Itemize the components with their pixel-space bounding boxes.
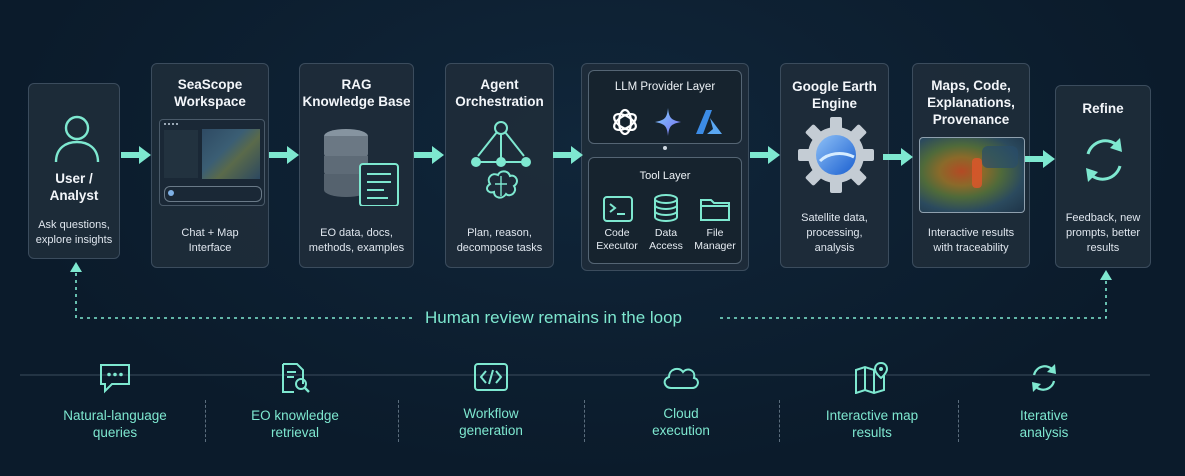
layer-connector-dot [663, 146, 667, 150]
feature-interactive-map: Interactive map results [782, 361, 962, 441]
workspace-preview [159, 119, 265, 206]
folder-icon [700, 199, 730, 221]
network-brain-icon [471, 121, 531, 199]
llm-title: LLM Provider Layer [614, 81, 716, 93]
feature-separator [205, 400, 206, 442]
card-agent: Agent Orchestration Plan, reason, decomp… [445, 63, 554, 268]
maps-title: Maps, Code, Explanations, Provenance [927, 78, 1015, 127]
card-llm-tools: LLM Provider Layer Tool Layer [581, 63, 749, 271]
arrow-1 [121, 146, 151, 164]
rag-title: RAG Knowledge Base [302, 77, 411, 109]
feature-separator [398, 400, 399, 442]
agent-title: Agent Orchestration [455, 77, 544, 109]
card-refine: Refine Feedback, new prompts, better res… [1055, 85, 1151, 268]
loop-arrowhead-right [1100, 270, 1112, 280]
tool-layer: Tool Layer Code Executor Data Access Fil… [588, 157, 742, 264]
feature-eo-knowledge: EO knowledge retrieval [205, 362, 385, 441]
feature-workflow: Workflow generation [401, 362, 581, 439]
feature-label: Natural-language queries [63, 408, 167, 440]
feature-iterative: Iterative analysis [954, 362, 1134, 441]
card-gee: Google Earth Engine Satellite data, proc… [780, 63, 889, 268]
document-search-icon [282, 363, 310, 393]
agent-desc: Plan, reason, decompose tasks [456, 227, 543, 254]
feature-label: Interactive map results [825, 408, 919, 440]
feature-natural-language: Natural-language queries [25, 362, 205, 441]
loop-label: Human review remains in the loop [425, 308, 683, 327]
card-maps: Maps, Code, Explanations, Provenance Int… [912, 63, 1030, 268]
gee-title: Google Earth Engine [792, 79, 877, 111]
user-icon [54, 115, 100, 163]
card-user: User / Analyst Ask questions, explore in… [28, 83, 120, 259]
gemini-icon [655, 108, 681, 136]
arrow-6 [883, 148, 913, 166]
llm-provider-layer: LLM Provider Layer [588, 70, 742, 144]
card-seascope: SeaScope Workspace Chat + Map Interface [151, 63, 269, 268]
code-icon [474, 363, 508, 391]
azure-icon [696, 110, 722, 134]
feature-label: Iterative analysis [1019, 408, 1069, 440]
card-rag: RAG Knowledge Base EO data, docs, method… [299, 63, 414, 268]
rag-desc: EO data, docs, methods, examples [308, 227, 405, 254]
refine-desc: Feedback, new prompts, better results [1065, 212, 1141, 254]
tool-data-access-label: Data Access [649, 227, 683, 252]
gee-desc: Satellite data, processing, analysis [801, 212, 868, 254]
seascope-title: SeaScope Workspace [174, 77, 246, 109]
database-icon [324, 129, 399, 206]
feature-label: Workflow generation [459, 406, 523, 438]
arrow-5 [750, 146, 780, 164]
terminal-icon [603, 196, 633, 222]
feature-separator [779, 400, 780, 442]
arrow-7 [1025, 150, 1055, 168]
openai-icon [613, 108, 637, 136]
tool-layer-title: Tool Layer [639, 170, 691, 182]
arrow-2 [269, 146, 299, 164]
database-icon [654, 194, 678, 222]
chat-bubble-icon [100, 364, 130, 394]
user-desc: Ask questions, explore insights [35, 219, 113, 246]
cloud-icon [663, 367, 699, 389]
feature-label: EO knowledge retrieval [251, 408, 339, 440]
refine-title: Refine [1082, 101, 1124, 116]
user-title: User / Analyst [49, 171, 99, 203]
arrow-3 [414, 146, 444, 164]
map-pin-icon [855, 361, 889, 395]
tool-code-executor-label: Code Executor [596, 227, 638, 252]
maps-desc: Interactive results with traceability [927, 227, 1015, 254]
map-thumbnail [919, 137, 1025, 213]
cycle-icon [1032, 364, 1056, 392]
google-earth-engine-icon [798, 117, 874, 193]
feature-separator [958, 400, 959, 442]
feature-separator [584, 400, 585, 442]
tool-file-manager-label: File Manager [694, 227, 736, 252]
feature-cloud: Cloud execution [591, 362, 771, 439]
arrow-4 [553, 146, 583, 164]
loop-arrowhead-left [70, 262, 82, 272]
refresh-icon [1086, 138, 1122, 182]
feature-label: Cloud execution [652, 406, 710, 438]
seascope-desc: Chat + Map Interface [181, 227, 239, 254]
